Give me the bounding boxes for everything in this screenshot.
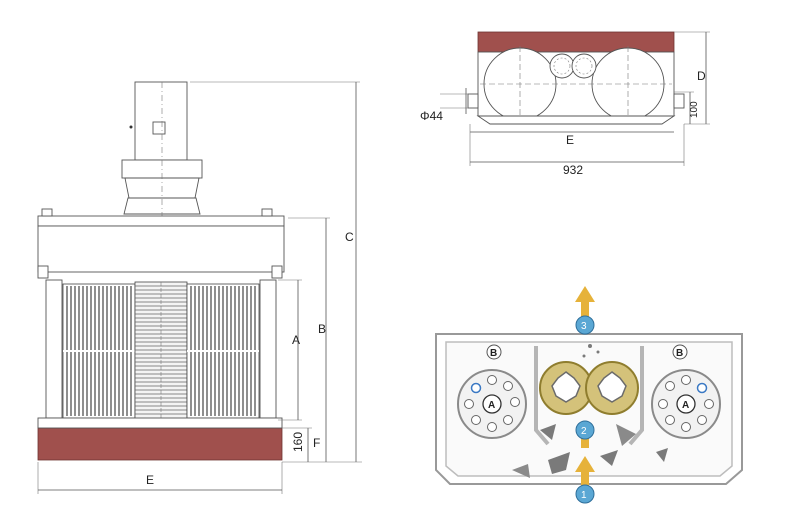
label-E-front: E [146, 473, 154, 487]
step-number-1: 1 [581, 490, 587, 501]
front-view: A B C F E 160 [37, 81, 362, 494]
lower-frame [37, 417, 283, 429]
motor-housing [134, 81, 188, 161]
label-phi44: Φ44 [420, 109, 443, 123]
step-number-3: 3 [581, 321, 587, 332]
cutter-pair [539, 361, 639, 415]
label-C: C [345, 230, 354, 244]
step-number-2: 2 [581, 426, 587, 437]
lifting-lug-left [41, 208, 53, 217]
dimension-lines-front [37, 81, 362, 494]
side-frame-right [259, 279, 277, 419]
screen-drum-left [62, 283, 136, 419]
flow-drum-right [651, 369, 721, 439]
step-circle-1 [575, 484, 595, 504]
label-F: F [313, 436, 320, 450]
coupling-housing [123, 197, 201, 215]
motor-terminal-box [152, 121, 166, 135]
flow-arrows [575, 286, 595, 494]
label-B: B [318, 322, 326, 336]
step-circle-3 [575, 315, 595, 335]
drum-label-left: A [488, 400, 495, 411]
label-E-top: E [566, 133, 574, 147]
gear-left [549, 53, 575, 79]
chamber-label-left: B [490, 348, 497, 359]
top-base-plate [477, 31, 675, 53]
flow-drum-left [457, 369, 527, 439]
label-160: 160 [291, 432, 305, 452]
upper-housing [37, 225, 285, 273]
port-left [467, 93, 479, 109]
port-right [673, 93, 685, 109]
debris [512, 344, 668, 478]
step-circle-2 [575, 420, 595, 440]
chamber-marker-right [672, 344, 688, 360]
label-A: A [292, 333, 300, 347]
label-100: 100 [689, 101, 700, 118]
top-bottom-flange [476, 115, 676, 125]
cutter-stack-center [134, 281, 188, 421]
flow-view: A A B B [435, 286, 743, 504]
flange-left [37, 265, 49, 279]
drum-label-right: A [682, 400, 689, 411]
side-frame-left [45, 279, 63, 419]
motor-bolt [129, 125, 133, 129]
label-D: D [697, 69, 706, 83]
top-frame [37, 215, 285, 227]
lifting-lug-right [261, 208, 273, 217]
chamber-label-right: B [676, 348, 683, 359]
top-view: D E 932 100 Φ44 [420, 31, 710, 177]
base-plate [37, 427, 283, 461]
flange-right [271, 265, 283, 279]
chamber-marker-left [486, 344, 502, 360]
label-932: 932 [563, 163, 583, 177]
gear-right [571, 53, 597, 79]
screen-drum-right [186, 283, 260, 419]
